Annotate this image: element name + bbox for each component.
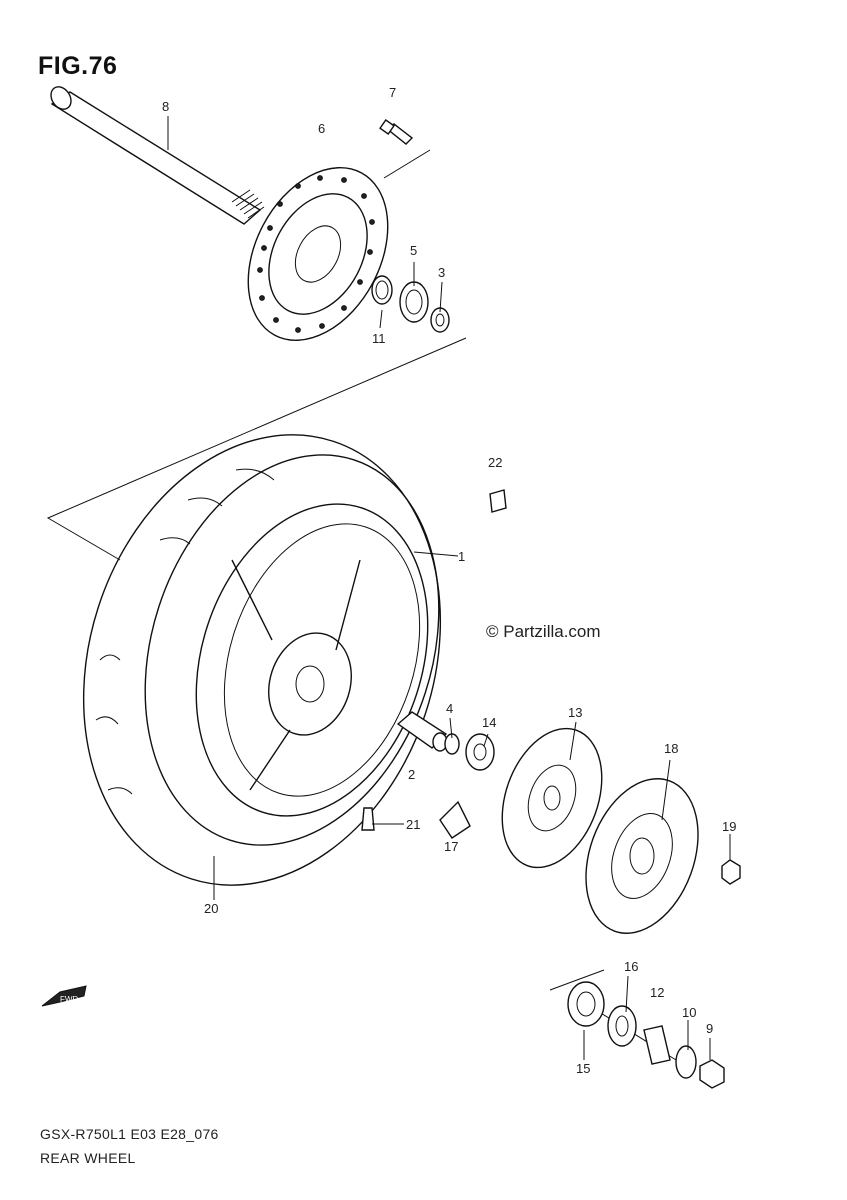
wheel-spacer[interactable] [396, 711, 448, 752]
tire-valve[interactable] [361, 807, 375, 831]
copyright-watermark: © Partzilla.com [486, 622, 601, 641]
callout-5[interactable]: 5 [410, 243, 418, 258]
washer[interactable] [675, 1045, 697, 1079]
sprocket-drum[interactable] [484, 715, 620, 882]
cushion-rubber[interactable] [439, 800, 471, 839]
callout-15[interactable]: 15 [576, 1061, 591, 1076]
bearing-left[interactable] [399, 281, 429, 323]
axle-nut[interactable] [699, 1059, 725, 1089]
model-code: GSX-R750L1 E03 E28_076 [40, 1126, 219, 1142]
callout-20[interactable]: 20 [204, 901, 219, 916]
callout-7[interactable]: 7 [389, 85, 397, 100]
callout-3[interactable]: 3 [438, 265, 446, 280]
rear-wheel-rim[interactable] [158, 474, 466, 846]
callout-16[interactable]: 16 [624, 959, 639, 974]
rear-sprocket[interactable] [566, 763, 718, 949]
callout-19[interactable]: 19 [722, 819, 737, 834]
callout-14[interactable]: 14 [482, 715, 497, 730]
callout-9[interactable]: 9 [706, 1021, 714, 1036]
figure-title: FIG.76 [38, 52, 118, 80]
callout-2[interactable]: 2 [408, 767, 416, 782]
callout-4[interactable]: 4 [446, 701, 454, 716]
callout-8[interactable]: 8 [162, 99, 170, 114]
callout-12[interactable]: 12 [650, 985, 665, 1000]
sprocket-nut[interactable] [721, 859, 741, 885]
sleeve[interactable] [643, 1025, 671, 1065]
bearing-right-outer[interactable] [607, 1005, 637, 1047]
callout-13[interactable]: 13 [568, 705, 583, 720]
rear-tire[interactable] [27, 388, 496, 932]
callout-18[interactable]: 18 [664, 741, 679, 756]
balance-weight[interactable] [489, 489, 507, 513]
callout-6[interactable]: 6 [318, 121, 326, 136]
callout-17[interactable]: 17 [444, 839, 459, 854]
fwd-arrow-label: FWD [60, 995, 78, 1004]
dust-seal-right[interactable] [567, 981, 605, 1027]
leader-lines [167, 116, 731, 1060]
rear-axle[interactable] [47, 83, 265, 225]
disc-bolt[interactable] [379, 119, 414, 145]
callout-22[interactable]: 22 [488, 455, 503, 470]
callout-21[interactable]: 21 [406, 817, 421, 832]
callout-1[interactable]: 1 [458, 549, 466, 564]
callout-11[interactable]: 11 [372, 331, 386, 346]
hub-spacer-left[interactable] [371, 275, 393, 305]
callout-10[interactable]: 10 [682, 1005, 697, 1020]
sprocket-spacer[interactable] [465, 733, 495, 771]
diagram-name: REAR WHEEL [40, 1150, 136, 1166]
fwd-arrow-icon: FWD [41, 985, 87, 1007]
